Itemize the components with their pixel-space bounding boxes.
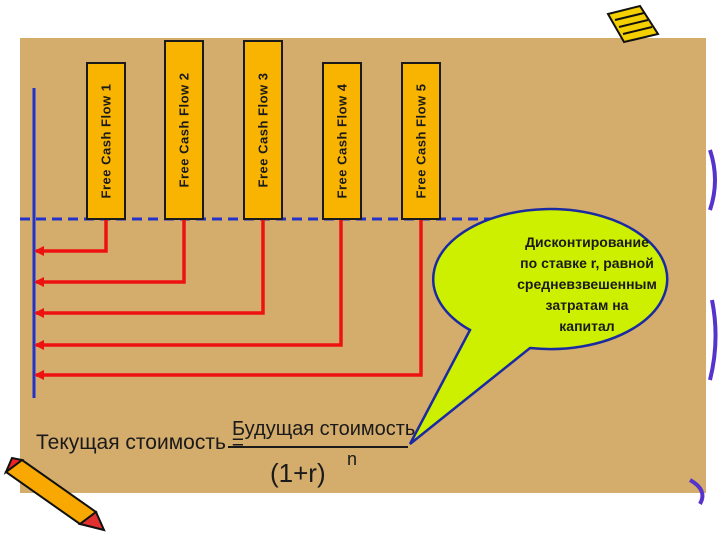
cash-flow-label: Free Cash Flow 2 <box>176 72 192 188</box>
discount-arrow-5 <box>34 218 423 380</box>
cash-flow-box-4: Free Cash Flow 4 <box>322 62 362 220</box>
formula-present-value: Текущая стоимость = <box>36 431 244 454</box>
cash-flow-label: Free Cash Flow 1 <box>98 83 114 199</box>
callout-line: капитал <box>559 318 615 334</box>
cash-flow-label: Free Cash Flow 5 <box>413 83 429 199</box>
callout-line: Дисконтирование <box>525 234 649 250</box>
callout-bubble <box>408 207 669 445</box>
discount-arrow-1 <box>34 218 108 256</box>
callout-text: Дисконтирование по ставке r, равной сред… <box>487 232 687 337</box>
notebook-icon <box>606 4 660 44</box>
callout-line: затратам на <box>545 297 629 313</box>
curl-icon <box>708 299 718 381</box>
formula-exponent: n <box>347 449 358 469</box>
discount-arrow-2 <box>34 218 186 287</box>
cash-flow-box-3: Free Cash Flow 3 <box>243 40 283 220</box>
pencil-icon <box>3 456 106 532</box>
cash-flow-box-2: Free Cash Flow 2 <box>164 40 204 220</box>
curl-icon <box>708 149 717 211</box>
cash-flow-box-1: Free Cash Flow 1 <box>86 62 126 220</box>
discount-arrow-4 <box>34 218 343 350</box>
fraction-bar <box>228 446 408 448</box>
curl-icon <box>688 478 705 505</box>
formula-denominator: (1+r) <box>270 458 326 488</box>
cash-flow-label: Free Cash Flow 4 <box>334 83 350 199</box>
formula-numerator: Будущая стоимость <box>232 418 416 440</box>
discount-arrow-3 <box>34 218 265 318</box>
cash-flow-box-5: Free Cash Flow 5 <box>401 62 441 220</box>
cash-flow-label: Free Cash Flow 3 <box>255 72 271 188</box>
callout-line: средневзвешенным <box>517 276 657 292</box>
callout-line: по ставке r, равной <box>520 255 654 271</box>
